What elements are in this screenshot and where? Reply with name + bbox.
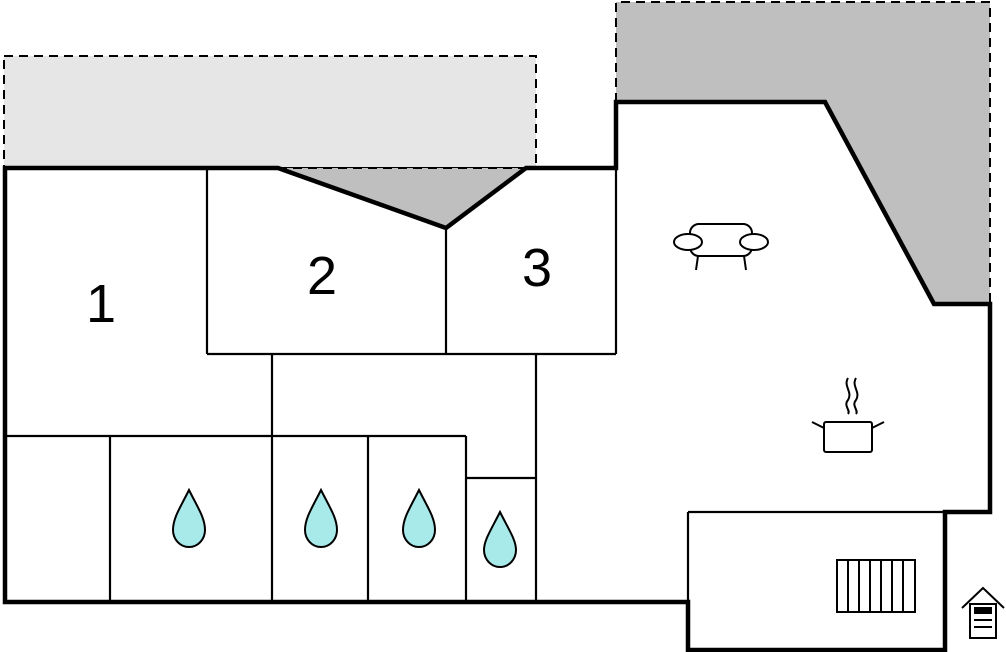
terrace-left: [3, 55, 537, 169]
cooking-pot-icon: [811, 377, 885, 453]
water-drop-icon: [482, 509, 518, 568]
terrace-right: [615, 1, 991, 305]
sofa-icon: [673, 223, 769, 271]
outer-wall: [2, 99, 993, 652]
room-1-label: 1: [86, 274, 116, 334]
water-drop-icon: [171, 487, 207, 548]
water-drop-icon: [303, 487, 339, 548]
room-3-label: 3: [522, 238, 552, 298]
interior-walls: [5, 168, 945, 602]
entrance-house-icon: [961, 586, 1005, 639]
room-2-label: 2: [307, 246, 337, 306]
water-drop-icon: [401, 487, 437, 548]
stairs-icon: [836, 559, 916, 613]
